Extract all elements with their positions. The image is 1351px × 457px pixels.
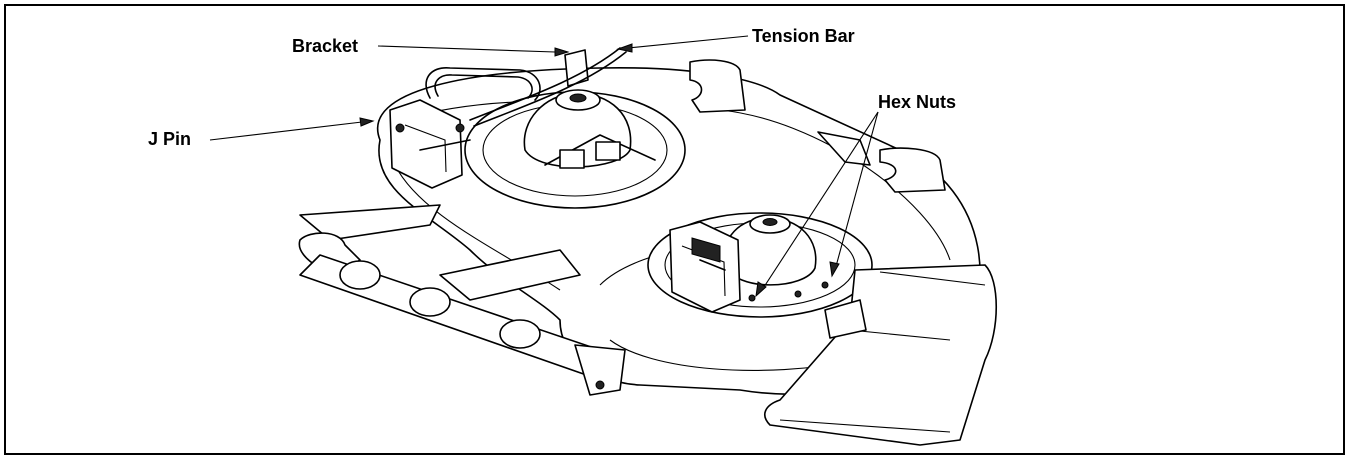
left-spindle bbox=[464, 89, 686, 209]
tension-bar-label: Tension Bar bbox=[752, 26, 855, 46]
handle bbox=[425, 67, 541, 101]
leader-lines bbox=[209, 35, 879, 298]
right-idler-bracket bbox=[669, 221, 741, 313]
left-idler-bracket bbox=[389, 99, 471, 189]
bracket-label: Bracket bbox=[292, 36, 359, 56]
j-pin-label: J Pin bbox=[148, 129, 192, 149]
upper-right-brackets bbox=[689, 59, 946, 193]
roller-assembly bbox=[298, 204, 626, 396]
tension-bar-assembly bbox=[469, 47, 627, 127]
hex-nuts-label: Hex Nuts bbox=[878, 92, 957, 112]
discharge-chute bbox=[764, 264, 997, 446]
